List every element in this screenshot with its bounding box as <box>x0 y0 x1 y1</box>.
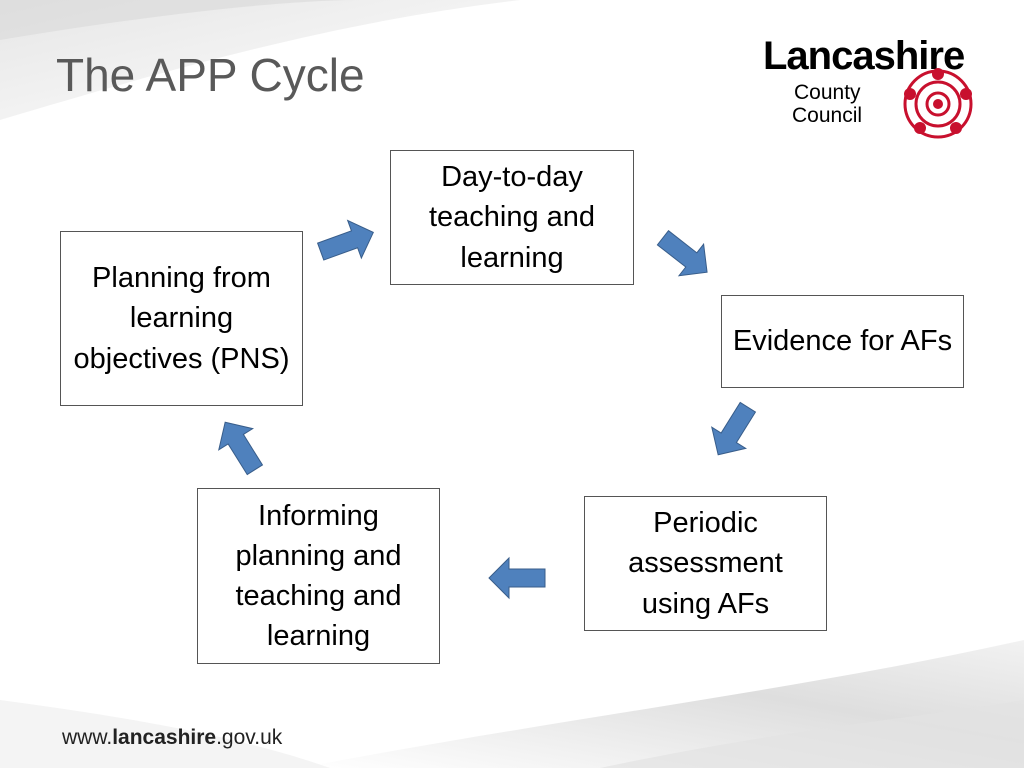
logo-line-council: Council <box>792 104 863 127</box>
arrow-planning-to-day <box>316 219 374 261</box>
footer-url-prefix: www. <box>62 726 113 749</box>
lancashire-logo: Lancashire County Council <box>760 36 990 146</box>
arrow-informing-to-planning <box>218 421 264 476</box>
arrow-day-to-evidence <box>656 229 708 277</box>
footer-url: www.lancashire.gov.uk <box>62 726 282 750</box>
step-day-to-day: Day-to-day teaching and learning <box>390 150 634 285</box>
arrow-evidence-to-periodic <box>711 401 757 456</box>
slide-title: The APP Cycle <box>56 49 365 101</box>
step-periodic-assessment: Periodic assessment using AFs <box>584 496 827 631</box>
step-evidence-for-afs: Evidence for AFs <box>721 295 964 388</box>
red-rose-icon <box>903 68 973 139</box>
footer-url-suffix: .gov.uk <box>216 726 283 749</box>
logo-name: Lancashire <box>763 34 965 78</box>
arrow-periodic-to-informing <box>488 556 546 600</box>
footer-url-domain: lancashire <box>112 726 217 749</box>
step-planning-from-objectives: Planning from learning objectives (PNS) <box>60 231 303 406</box>
step-informing-planning: Informing planning and teaching and lear… <box>197 488 440 664</box>
logo-line-county: County <box>794 81 861 104</box>
